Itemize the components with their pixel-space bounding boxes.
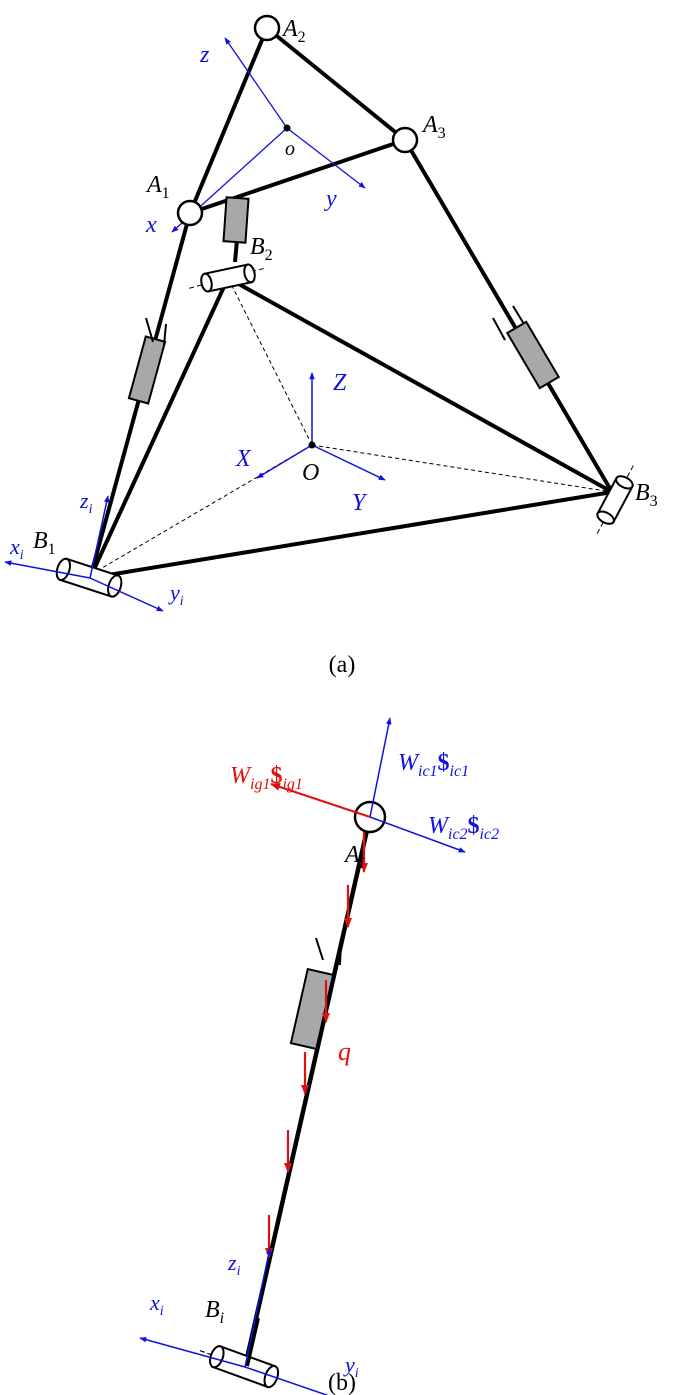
label-moving-x: x	[145, 212, 157, 238]
label-a1: A1	[145, 172, 170, 202]
moving-platform	[188, 26, 407, 215]
local-frame-bi	[139, 1247, 329, 1395]
joint-b2-cylinder	[189, 263, 267, 293]
label-bi-yi: yi	[343, 1352, 359, 1381]
joint-a2	[253, 14, 281, 42]
label-wrench-c2: Wic2$ic2	[428, 813, 499, 843]
label-b1-xi: xi	[9, 534, 24, 563]
label-bi-xi: xi	[149, 1290, 164, 1319]
dashed-construction-lines	[89, 277, 613, 589]
leg-2	[222, 196, 250, 263]
joint-a3	[391, 126, 419, 154]
joint-b3-cylinder	[596, 462, 636, 534]
moving-origin-dot	[283, 124, 291, 132]
label-a2: A2	[281, 16, 306, 46]
label-bi: Bi	[205, 1297, 224, 1327]
caption-b: (b)	[328, 1370, 356, 1395]
wrench-arrows	[270, 717, 466, 853]
label-moving-origin: o	[285, 138, 295, 160]
label-b1-zi: zi	[79, 488, 93, 517]
label-a3: A3	[421, 112, 446, 142]
leg-1	[88, 212, 192, 579]
base-triangle	[88, 276, 614, 580]
label-b1-yi: yi	[168, 580, 184, 609]
figure-a: A2 A3 A1 B1 B2 B3 o z y x O Z Y X zi xi …	[4, 14, 658, 678]
label-fixed-origin: O	[302, 460, 319, 486]
fixed-origin-dot	[308, 441, 316, 449]
label-b1: B1	[33, 528, 56, 558]
caption-a: (a)	[329, 652, 356, 678]
label-ai: Ai	[343, 842, 364, 872]
label-moving-z: z	[199, 42, 210, 68]
label-wrench-g1: Wig1$ig1	[230, 763, 303, 793]
label-fixed-z: Z	[333, 370, 347, 396]
label-b3: B3	[635, 480, 658, 510]
leg-end-stub	[245, 1317, 260, 1367]
label-load-q: q	[338, 1037, 351, 1066]
label-b2: B2	[250, 234, 273, 264]
label-wrench-c1: Wic1$ic1	[398, 750, 469, 780]
label-fixed-x: X	[235, 446, 252, 472]
leg-i	[242, 816, 373, 1368]
leg-3	[403, 138, 614, 494]
label-fixed-y: Y	[352, 490, 368, 516]
label-bi-zi: zi	[227, 1250, 241, 1279]
joint-a1	[176, 199, 204, 227]
figure-b: Ai Bi q Wig1$ig1 Wic1$ic1 Wic2$ic2 zi xi…	[139, 717, 499, 1395]
fixed-frame	[256, 372, 386, 481]
local-frame-b1	[4, 495, 164, 612]
label-moving-y: y	[324, 186, 337, 212]
